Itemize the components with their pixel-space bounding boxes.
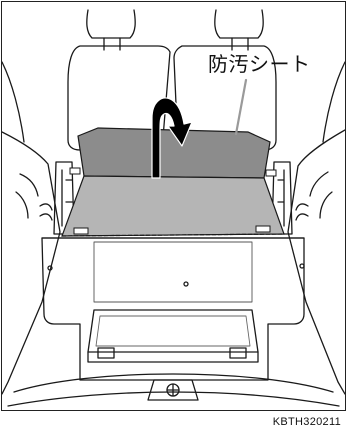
tray-handle-right bbox=[229, 347, 247, 359]
tray-handle-left bbox=[97, 347, 115, 359]
callout-leader bbox=[234, 78, 248, 136]
sheet-bottom-edge bbox=[61, 233, 285, 237]
left-wall bbox=[2, 131, 61, 395]
sheet-clip-upper-right bbox=[265, 169, 277, 177]
right-headrest-stem bbox=[231, 37, 249, 51]
sheet-clip-upper-left bbox=[69, 167, 81, 175]
floor-marker-center bbox=[183, 281, 189, 287]
right-wall-detail bbox=[309, 171, 333, 219]
floor-marker-right bbox=[299, 263, 305, 269]
cargo-floor-outline bbox=[41, 237, 305, 381]
underfloor-box-inner bbox=[95, 315, 251, 347]
seat-hinge-right bbox=[277, 169, 285, 227]
cargo-area-illustration bbox=[2, 9, 345, 407]
right-pillar bbox=[322, 61, 345, 143]
sheet-clip-left bbox=[73, 227, 89, 235]
illustration-frame: 防汚シート bbox=[1, 1, 346, 411]
cargo-floor-inner bbox=[93, 241, 253, 303]
left-wall-detail bbox=[15, 173, 39, 219]
right-headrest bbox=[214, 9, 264, 39]
left-seatback bbox=[67, 45, 171, 151]
floor-marker-left bbox=[47, 265, 53, 271]
sheet-flat-part bbox=[61, 175, 285, 237]
right-wall bbox=[287, 129, 345, 395]
left-headrest bbox=[86, 9, 136, 39]
right-seatback bbox=[173, 45, 277, 151]
rear-sill bbox=[13, 373, 334, 393]
flip-arrow bbox=[151, 97, 193, 179]
figure-code: KBTH320211 bbox=[272, 416, 341, 428]
hook-right bbox=[295, 203, 309, 221]
seat-hinge-left bbox=[61, 169, 73, 227]
left-headrest-stem bbox=[103, 37, 121, 51]
protective-sheet-label: 防汚シート bbox=[208, 52, 311, 76]
striker-latch-detail bbox=[166, 383, 180, 397]
tray-back-edge bbox=[87, 351, 259, 363]
striker-plate bbox=[147, 379, 199, 401]
left-pillar bbox=[2, 61, 25, 143]
sheet-clip-right bbox=[255, 225, 271, 233]
hook-left bbox=[39, 203, 53, 221]
